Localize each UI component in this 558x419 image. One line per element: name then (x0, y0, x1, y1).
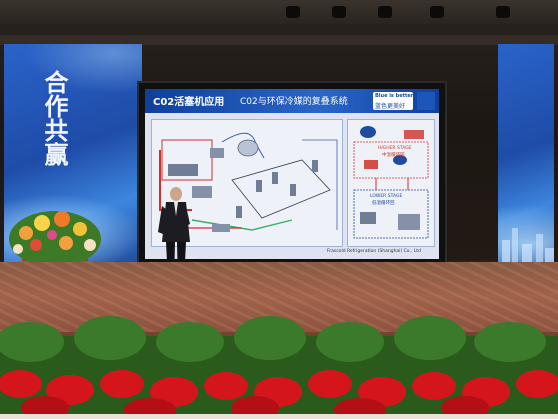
ceiling-light (378, 6, 392, 18)
foreground-plants (0, 316, 558, 419)
stage-backdrop-rim (0, 35, 558, 45)
brand-badge: Blue is better 蓝色更美好 (373, 92, 413, 110)
brand-slogan-en: Blue is better (375, 93, 414, 99)
ceiling (0, 0, 558, 24)
presentation-slide: C02活塞机应用 C02与环保冷媒的复叠系统 Blue is better 蓝色… (145, 89, 439, 259)
refrigeration-schematic (159, 132, 338, 232)
slide-title: C02活塞机应用 (153, 97, 225, 108)
cascade-schematic (353, 126, 429, 239)
ceiling-light (496, 6, 510, 18)
left-banner-slogan: 合作共赢 (40, 70, 69, 166)
ceiling-light (430, 6, 444, 18)
city-skyline-graphic (502, 228, 554, 280)
higher-stage-label: HIGHER STAGE (378, 146, 412, 151)
cascade-stage-diagram: HIGHER STAGE 中温循环回 LOWER STAGE 低温循环回 (347, 119, 435, 247)
lower-stage-label-cn: 低温循环回 (372, 201, 395, 206)
lower-stage-label: LOWER STAGE (370, 194, 403, 199)
company-logo (417, 92, 435, 110)
brand-slogan-cn: 蓝色更美好 (375, 103, 406, 110)
slide-subtitle: C02与环保冷媒的复叠系统 (240, 97, 348, 107)
slide-footer: Frascold Refrigeration (Shanghai) Co., L… (327, 249, 421, 254)
higher-stage-label-cn: 中温循环回 (382, 153, 405, 158)
ceiling-light (286, 6, 300, 18)
right-side-screen (498, 44, 554, 280)
main-projection-screen: C02活塞机应用 C02与环保冷媒的复叠系统 Blue is better 蓝色… (137, 81, 447, 267)
ceiling-light (332, 6, 346, 18)
slide-header: C02活塞机应用 C02与环保冷媒的复叠系统 Blue is better 蓝色… (145, 89, 439, 113)
